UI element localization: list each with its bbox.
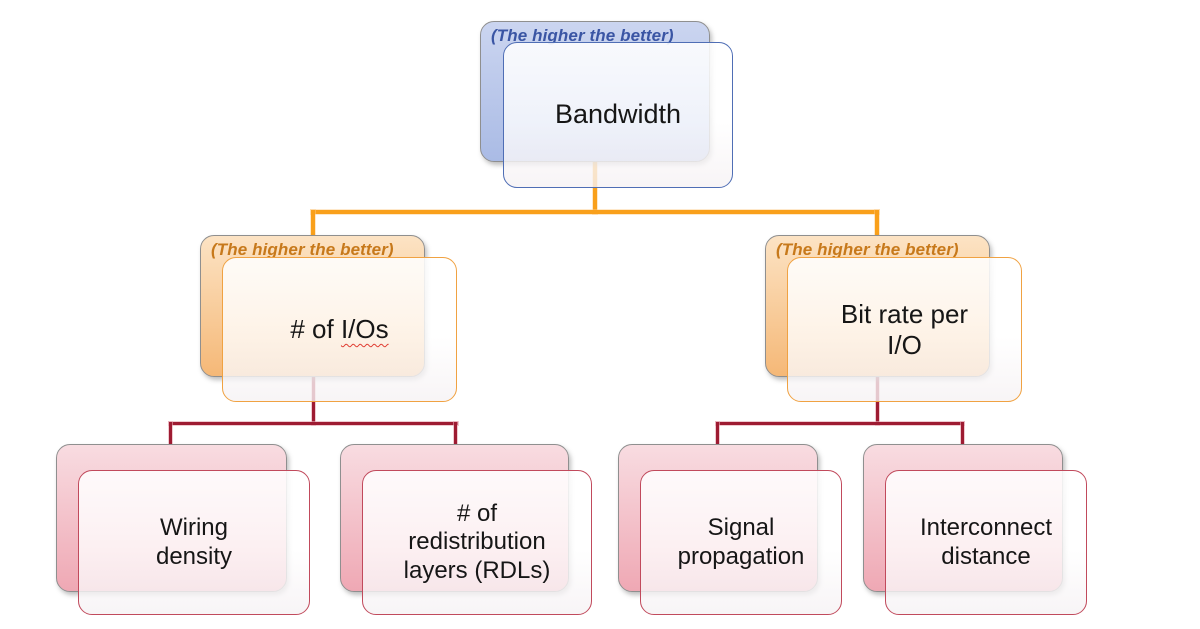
node-wiring-density-label: Wiring density [155,514,233,570]
connector-right-horizontal [716,422,964,425]
node-interconnect-distance-card: Interconnect distance [885,470,1087,615]
higher-better-annotation: (The higher the better) [211,240,394,259]
higher-better-annotation: (The higher the better) [491,26,674,45]
node-num-ios-label: # of I/Os [282,310,396,349]
node-rdl-label: # of redistribution layers (RDLs) [403,500,551,584]
connector-leaf1-drop [169,422,172,452]
node-signal-propagation-card: Signal propagation [640,470,842,615]
label-prefix: # of [290,314,341,345]
node-wiring-density-card: Wiring density [78,470,310,615]
node-bitrate-label: Bit rate per I/O [840,298,969,360]
connector-leaf2-drop [454,422,457,452]
connector-left-horizontal [169,422,458,425]
node-bitrate-card: Bit rate per I/O [787,257,1022,402]
connector-leaf3-drop [716,422,719,452]
node-signal-propagation-label: Signal propagation [677,514,805,570]
higher-better-annotation: (The higher the better) [776,240,959,259]
node-rdl-card: # of redistribution layers (RDLs) [362,470,592,615]
node-interconnect-distance-label: Interconnect distance [919,514,1053,570]
connector-root-horizontal [311,210,879,214]
label-spellcheck-flagged: I/Os [340,314,389,345]
node-bandwidth-label: Bandwidth [554,99,682,130]
node-bandwidth-card: Bandwidth [503,42,733,188]
node-num-ios-card: # of I/Os [222,257,457,402]
connector-leaf4-drop [961,422,964,452]
